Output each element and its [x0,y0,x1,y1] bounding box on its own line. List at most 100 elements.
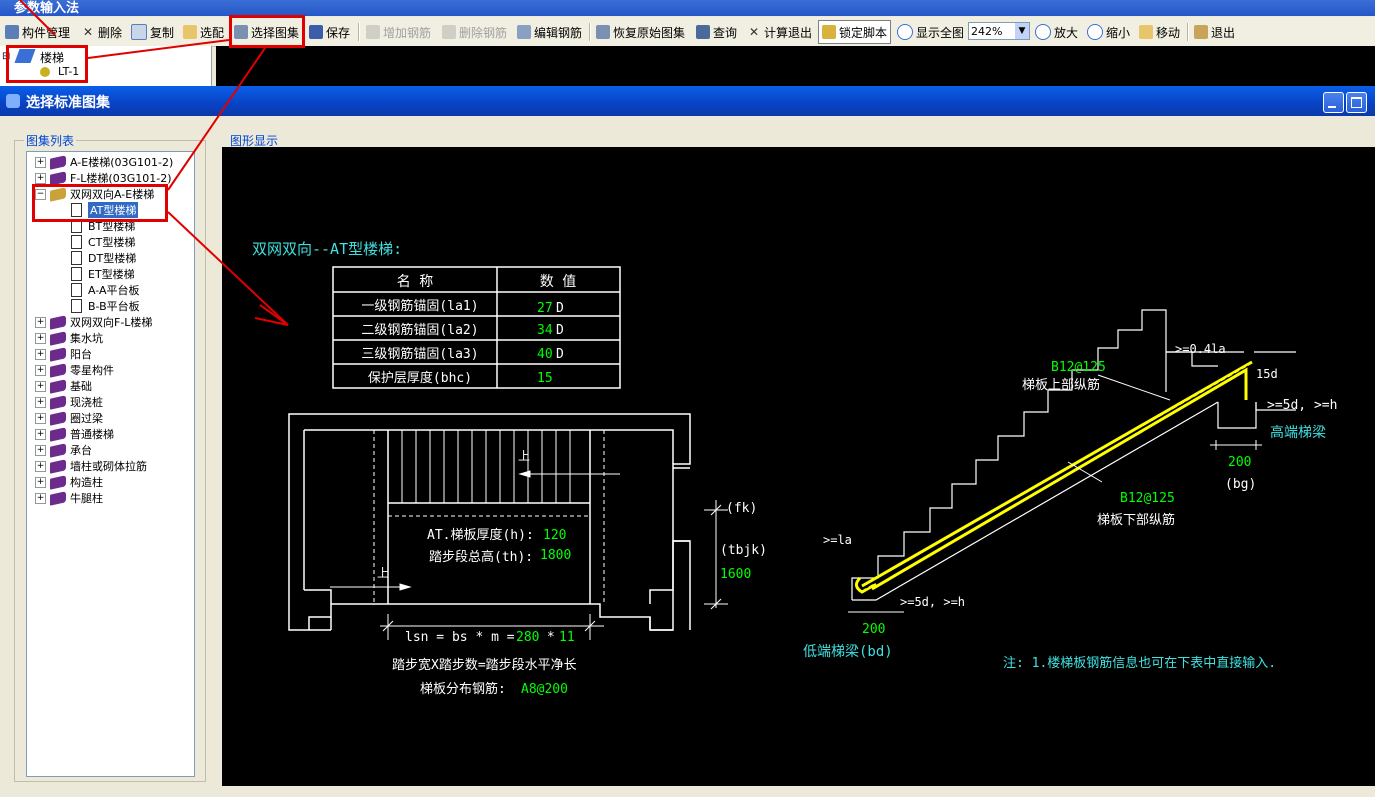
expand-icon[interactable]: + [35,348,46,360]
table-row-value[interactable]: 40 [537,347,553,362]
tree-root-stair[interactable]: 楼梯 [40,51,65,65]
tree-node[interactable]: +现浇桩 [35,394,103,410]
plan-width-dimension [704,500,728,610]
expand-icon[interactable]: + [35,444,46,456]
atlas-tree[interactable]: +A-E楼梯(03G101-2) +F-L楼梯(03G101-2) −双网双向A… [26,151,195,777]
tree-node[interactable]: +普通楼梯 [35,426,114,442]
collapse-icon[interactable]: − [35,188,46,200]
total-height-value[interactable]: 1800 [540,548,571,563]
expand-icon[interactable]: + [35,412,46,424]
tree-node[interactable]: +承台 [35,442,92,458]
table-row-value[interactable]: 34 [537,323,553,338]
tree-node[interactable]: +圈过梁 [35,410,103,426]
tree-node[interactable]: +构造柱 [35,474,103,490]
component-manage-button[interactable]: 构件管理 [5,21,70,43]
zoom-out-button[interactable]: 缩小 [1087,21,1130,43]
expand-icon[interactable]: + [35,332,46,344]
copy-icon [131,24,147,40]
copy-button[interactable]: 复制 [131,21,174,43]
document-icon [71,283,82,297]
tree-leaf[interactable]: A-A平台板 [71,282,140,298]
zoom-value: 242% [971,25,1003,38]
expand-icon[interactable]: + [35,428,46,440]
tree-leaf[interactable]: B-B平台板 [71,298,140,314]
section-leader-lines [848,374,1262,613]
lock-script-button[interactable]: 锁定脚本 [818,20,892,44]
minimize-button[interactable] [1323,92,1344,113]
tread-width-value[interactable]: 280 [516,630,539,645]
select-config-button[interactable]: 选配 [183,21,224,43]
tree-leaf[interactable]: DT型楼梯 [71,250,136,266]
tree-node[interactable]: +F-L楼梯(03G101-2) [35,170,172,186]
table-row-value[interactable]: 15 [537,371,553,386]
tree-node[interactable]: +集水坑 [35,330,103,346]
expand-icon[interactable]: + [35,364,46,376]
edit-rebar-button[interactable]: 编辑钢筋 [517,21,582,43]
bottom-rebar-value[interactable]: B12@125 [1120,491,1175,506]
fk-label: (fk) [726,501,757,516]
table-row-name: 三级钢筋锚固(la3) [361,346,478,362]
tbjk-value[interactable]: 1600 [720,567,751,582]
document-icon [71,203,82,217]
low-end-extension: >=5d, >=h [900,595,965,609]
expand-icon[interactable]: + [35,476,46,488]
low-anchor-length: >=la [823,533,852,547]
tree-item-lt1[interactable]: LT-1 [58,65,80,78]
expand-icon[interactable]: + [35,396,46,408]
tree-leaf[interactable]: AT型楼梯 [71,202,139,218]
expand-icon[interactable]: + [35,380,46,392]
tree-node[interactable]: +双网双向F-L楼梯 [35,314,153,330]
delete-button[interactable]: ✕删除 [82,25,123,40]
restore-icon [596,25,610,39]
calc-exit-button[interactable]: ✕计算退出 [748,25,813,40]
select-atlas-button[interactable]: 选择图集 [234,21,299,43]
drawing-canvas[interactable]: 双网双向--AT型楼梯: 名 称 数 值 一级钢筋锚固(la1) 27 D 二级… [222,147,1375,786]
exit-button[interactable]: 退出 [1194,21,1235,43]
move-button[interactable]: 移动 [1139,21,1180,43]
tree-node[interactable]: +A-E楼梯(03G101-2) [35,154,174,170]
low-end-beam-width[interactable]: 200 [862,622,885,637]
tree-node[interactable]: +基础 [35,378,92,394]
tree-node[interactable]: +墙柱或砌体拉筋 [35,458,147,474]
stair-drawing: 双网双向--AT型楼梯: 名 称 数 值 一级钢筋锚固(la1) 27 D 二级… [252,240,1337,697]
tree-node[interactable]: +阳台 [35,346,92,362]
distribution-rebar-value[interactable]: A8@200 [521,682,568,697]
tree-node[interactable]: +零星构件 [35,362,114,378]
zoom-in-icon [1035,24,1051,40]
zoom-select[interactable]: 242% ▼ [968,22,1030,40]
show-all-button[interactable]: 显示全图 [897,21,964,43]
document-icon [71,267,82,281]
tread-count-value[interactable]: 11 [559,630,575,645]
delete-rebar-button[interactable]: 删除钢筋 [442,21,507,43]
query-button[interactable]: 查询 [696,21,737,43]
table-row-name: 二级钢筋锚固(la2) [361,322,478,338]
thickness-value[interactable]: 120 [543,528,566,543]
toolbar-separator [1187,23,1189,41]
top-anchor-length: >=0.4la [1175,342,1226,356]
top-rebar-value[interactable]: B12@125 [1051,360,1106,375]
expand-icon[interactable]: + [35,460,46,472]
zoom-in-button[interactable]: 放大 [1035,21,1078,43]
expand-icon[interactable]: + [35,316,46,328]
maximize-button[interactable] [1346,92,1367,113]
plan-tread-lines [401,430,571,503]
tree-leaf[interactable]: ET型楼梯 [71,266,135,282]
total-height-label: 踏步段总高(th): [429,549,533,565]
tree-node[interactable]: +牛腿柱 [35,490,103,506]
tree-leaf[interactable]: CT型楼梯 [71,234,135,250]
tree-node[interactable]: −双网双向A-E楼梯 [35,186,155,202]
high-end-beam-width[interactable]: 200 [1228,455,1251,470]
plan-up-label-lower: 上 [377,566,389,580]
expand-icon[interactable]: + [35,172,46,184]
expand-icon[interactable]: + [35,492,46,504]
save-button[interactable]: 保存 [309,21,350,43]
formula-description: 踏步宽X踏步数=踏步段水平净长 [392,657,577,673]
add-rebar-button[interactable]: 增加钢筋 [366,21,431,43]
drawing-title: 双网双向--AT型楼梯: [252,240,402,258]
table-row-value[interactable]: 27 [537,301,553,316]
restore-atlas-button[interactable]: 恢复原始图集 [596,21,685,43]
chevron-down-icon[interactable]: ▼ [1015,23,1029,39]
table-row-name: 一级钢筋锚固(la1) [361,298,478,314]
expand-icon[interactable]: + [35,156,46,168]
table-row-unit: D [556,347,564,362]
